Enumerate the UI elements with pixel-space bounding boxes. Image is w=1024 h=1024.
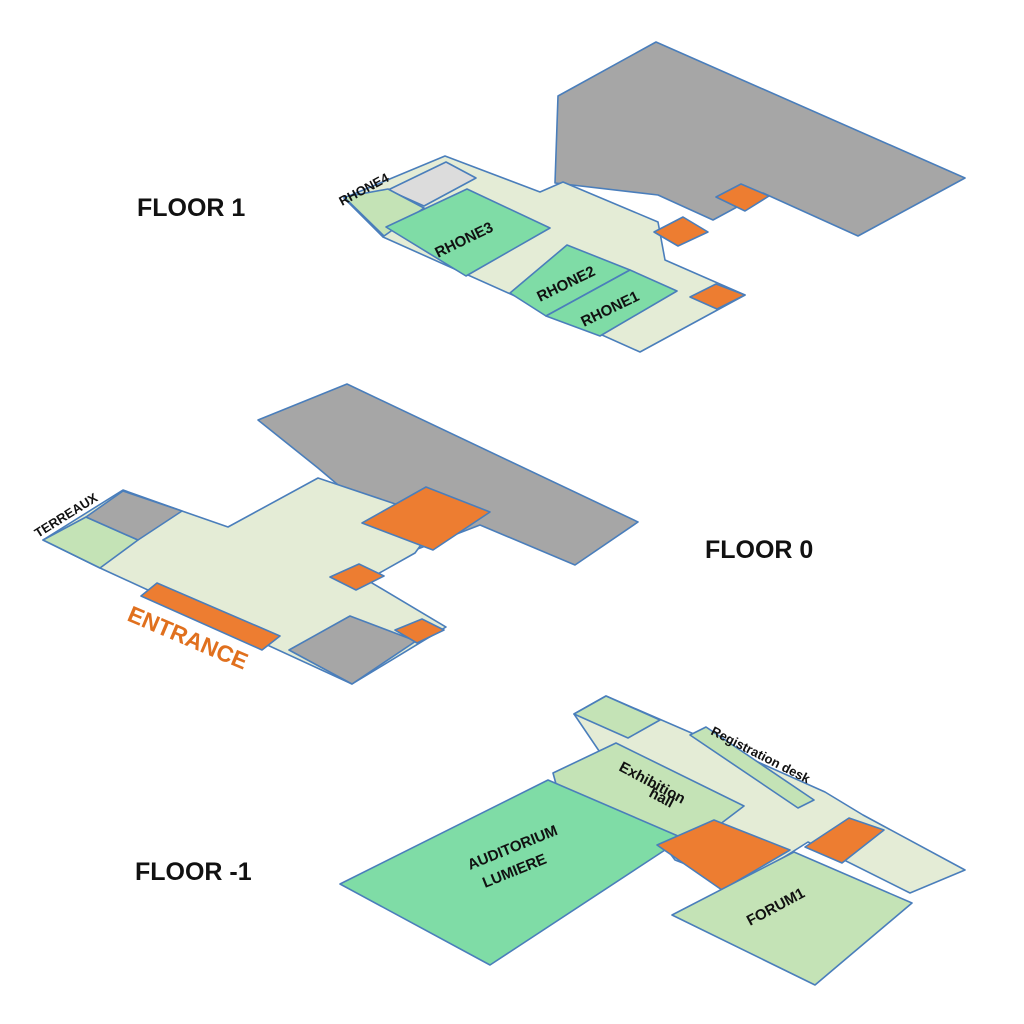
floor-minus-1-orange-2 xyxy=(804,817,885,864)
entrance-bar xyxy=(140,582,281,651)
rhone3-room xyxy=(385,188,551,277)
forum1-room xyxy=(671,851,913,986)
floor-1-orange-2 xyxy=(653,216,709,247)
floor-0-orange-mid xyxy=(329,563,385,591)
floor-minus-1-orange-1 xyxy=(656,819,791,891)
floor-1-plan: FLOOR 1 RHONE4 RHONE3 RHONE2 RHONE1 xyxy=(137,41,966,353)
rhone1-room xyxy=(545,269,678,337)
floor-0-gray-small-1 xyxy=(85,490,183,541)
floor-1-light-gray-room xyxy=(387,161,477,207)
rhone4-room xyxy=(343,188,425,237)
floor-0-orange-big xyxy=(361,486,491,551)
floor-minus-1-top-room xyxy=(573,695,661,739)
floor-0-gray-block xyxy=(257,383,639,566)
registration-desk xyxy=(689,726,815,809)
floor-minus-1-plan: FLOOR -1 AUDITORIUM LUMIERE Exhibition h… xyxy=(135,695,966,986)
floor-0-label: FLOOR 0 xyxy=(705,536,813,564)
floor-0-plan: FLOOR 0 TERREAUX ENTRANCE xyxy=(32,383,813,685)
floor-1-orange-1 xyxy=(715,183,770,212)
floor-1-label: FLOOR 1 xyxy=(137,194,245,222)
floor-0-orange-small xyxy=(394,618,445,644)
floor-1-orange-3 xyxy=(689,283,746,310)
floor-minus-1-label: FLOOR -1 xyxy=(135,858,252,886)
